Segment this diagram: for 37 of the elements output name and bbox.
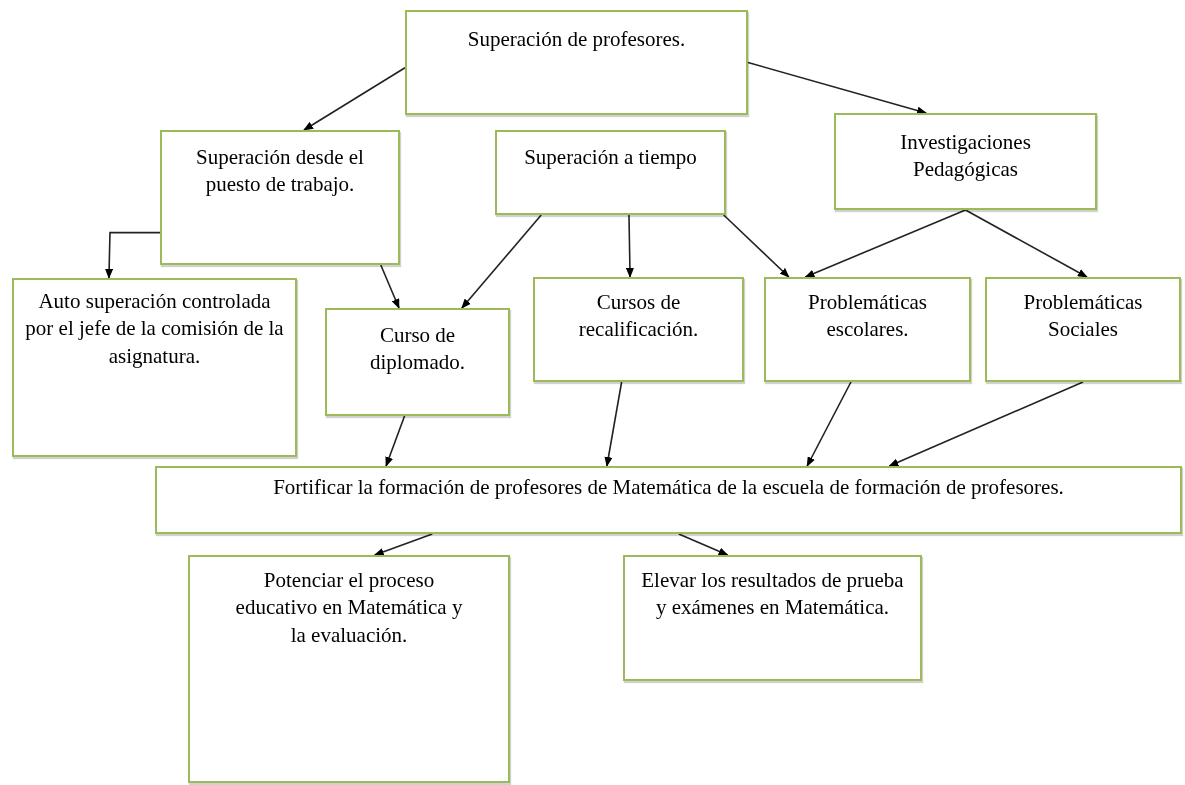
arrow [105,231,161,279]
box-text: Superación desde el puesto de trabajo. [195,144,365,199]
process-box [188,555,510,783]
arrow [722,214,790,278]
process-box [834,113,1097,210]
process-box [12,278,297,457]
process-box [495,130,726,215]
arrow [804,209,967,278]
box-text: Elevar los resultados de prueba y exámenes en Matemática. [640,567,905,622]
process-box [533,277,744,382]
process-box [325,308,510,416]
arrow [806,381,852,467]
process-box [405,10,748,115]
box-text: Superación de profesores. [467,26,686,53]
box-text: Fortificar la formación de profesores de Matemática de la escuela de formación de profesores. [273,474,1064,501]
arrow [461,214,542,309]
arrow [380,264,400,309]
process-box [623,555,922,681]
arrow [747,61,927,115]
box-text: Cursos de recalificación. [577,289,700,344]
arrow [604,381,623,467]
arrow [888,381,1084,467]
process-box [155,466,1182,534]
process-box [985,277,1181,382]
process-box [764,277,971,382]
box-text: Curso de diplomado. [368,322,467,377]
arrow [625,214,634,278]
box-text: Investigaciones Pedagógicas [899,129,1032,184]
arrow [303,66,406,131]
box-text: Potenciar el proceso educativo en Matemática y la evaluación. [234,567,464,649]
arrow [964,209,1088,278]
process-box [160,130,400,265]
box-text: Superación a tiempo [524,144,697,171]
box-text: Problemáticas escolares. [807,289,928,344]
arrow [385,415,406,467]
box-text: Auto superación controlada por el jefe de la comisión de la asignatura. [24,288,285,370]
box-text: Problemáticas Sociales [1022,289,1144,344]
